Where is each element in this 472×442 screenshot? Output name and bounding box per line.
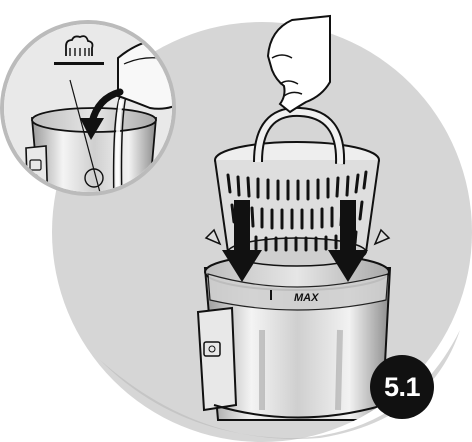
blender-jug	[198, 254, 390, 420]
step-number-badge: 5.1	[370, 355, 434, 419]
max-fill-label: MAX	[294, 292, 318, 304]
